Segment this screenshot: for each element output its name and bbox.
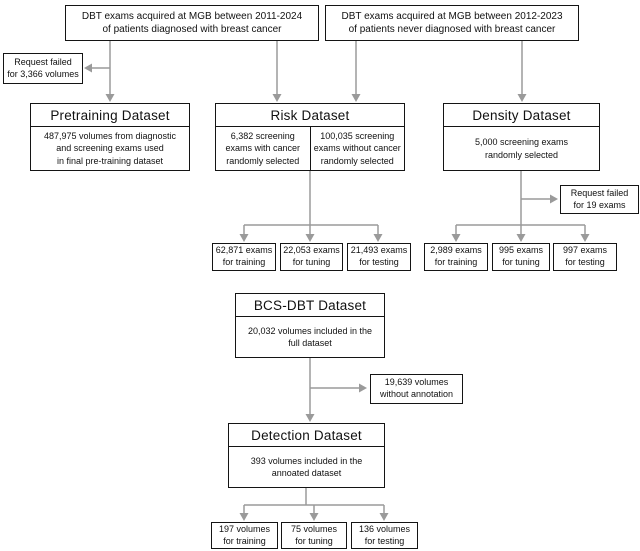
bcs-dbt-dataset-box: BCS-DBT Dataset 20,032 volumes included …	[235, 293, 385, 358]
pretraining-dataset-title: Pretraining Dataset	[31, 104, 189, 127]
risk-tuning-split-box: 22,053 exams for tuning	[280, 243, 343, 271]
density-training-split-box: 2,989 exams for training	[424, 243, 488, 271]
note-without-annotation: 19,639 volumes without annotation	[370, 374, 463, 404]
note-request-failed-volumes: Request failed for 3,366 volumes	[3, 53, 83, 84]
detection-dataset-body: 393 volumes included in the annoated dat…	[250, 455, 363, 478]
bcs-dbt-dataset-title: BCS-DBT Dataset	[236, 294, 384, 317]
density-tuning-split-box: 995 exams for tuning	[492, 243, 550, 271]
density-dataset-body: 5,000 screening exams randomly selected	[474, 137, 569, 160]
risk-training-split-box: 62,871 exams for training	[212, 243, 276, 271]
detection-tuning-split-box: 75 volumes for tuning	[281, 522, 347, 549]
detection-dataset-box: Detection Dataset 393 volumes included i…	[228, 423, 385, 488]
pretraining-dataset-box: Pretraining Dataset 487,975 volumes from…	[30, 103, 190, 171]
density-testing-split-box: 997 exams for testing	[553, 243, 617, 271]
detection-training-split-box: 197 volumes for training	[211, 522, 278, 549]
risk-without-cancer-cell: 100,035 screening exams without cancer r…	[313, 131, 401, 166]
arrow-detection-to-splits	[239, 488, 389, 521]
risk-dataset-box: Risk Dataset 6,382 screening exams with …	[215, 103, 405, 171]
source-diagnosed-box: DBT exams acquired at MGB between 2011-2…	[65, 5, 319, 41]
note-request-failed-exams: Request failed for 19 exams	[560, 185, 639, 214]
risk-testing-split-box: 21,493 exams for testing	[347, 243, 411, 271]
arrow-bcsdbt-to-detection	[305, 358, 367, 422]
arrow-diagnosed-to-risk	[272, 41, 282, 102]
source-never-diagnosed-box: DBT exams acquired at MGB between 2012-2…	[325, 5, 579, 41]
arrow-diagnosed-to-pretraining	[84, 41, 115, 102]
arrow-risk-to-splits	[239, 171, 383, 242]
arrow-never-diagnosed-to-risk	[351, 41, 361, 102]
density-dataset-box: Density Dataset 5,000 screening exams ra…	[443, 103, 600, 171]
risk-dataset-title: Risk Dataset	[216, 104, 404, 127]
bcs-dbt-dataset-body: 20,032 volumes included in the full data…	[247, 325, 373, 348]
arrow-never-diagnosed-to-density	[517, 41, 527, 102]
pretraining-dataset-body: 487,975 volumes from diagnostic and scre…	[43, 131, 177, 166]
detection-dataset-title: Detection Dataset	[229, 424, 384, 447]
density-dataset-title: Density Dataset	[444, 104, 599, 127]
risk-with-cancer-cell: 6,382 screening exams with cancer random…	[216, 127, 311, 170]
detection-testing-split-box: 136 volumes for testing	[351, 522, 418, 549]
